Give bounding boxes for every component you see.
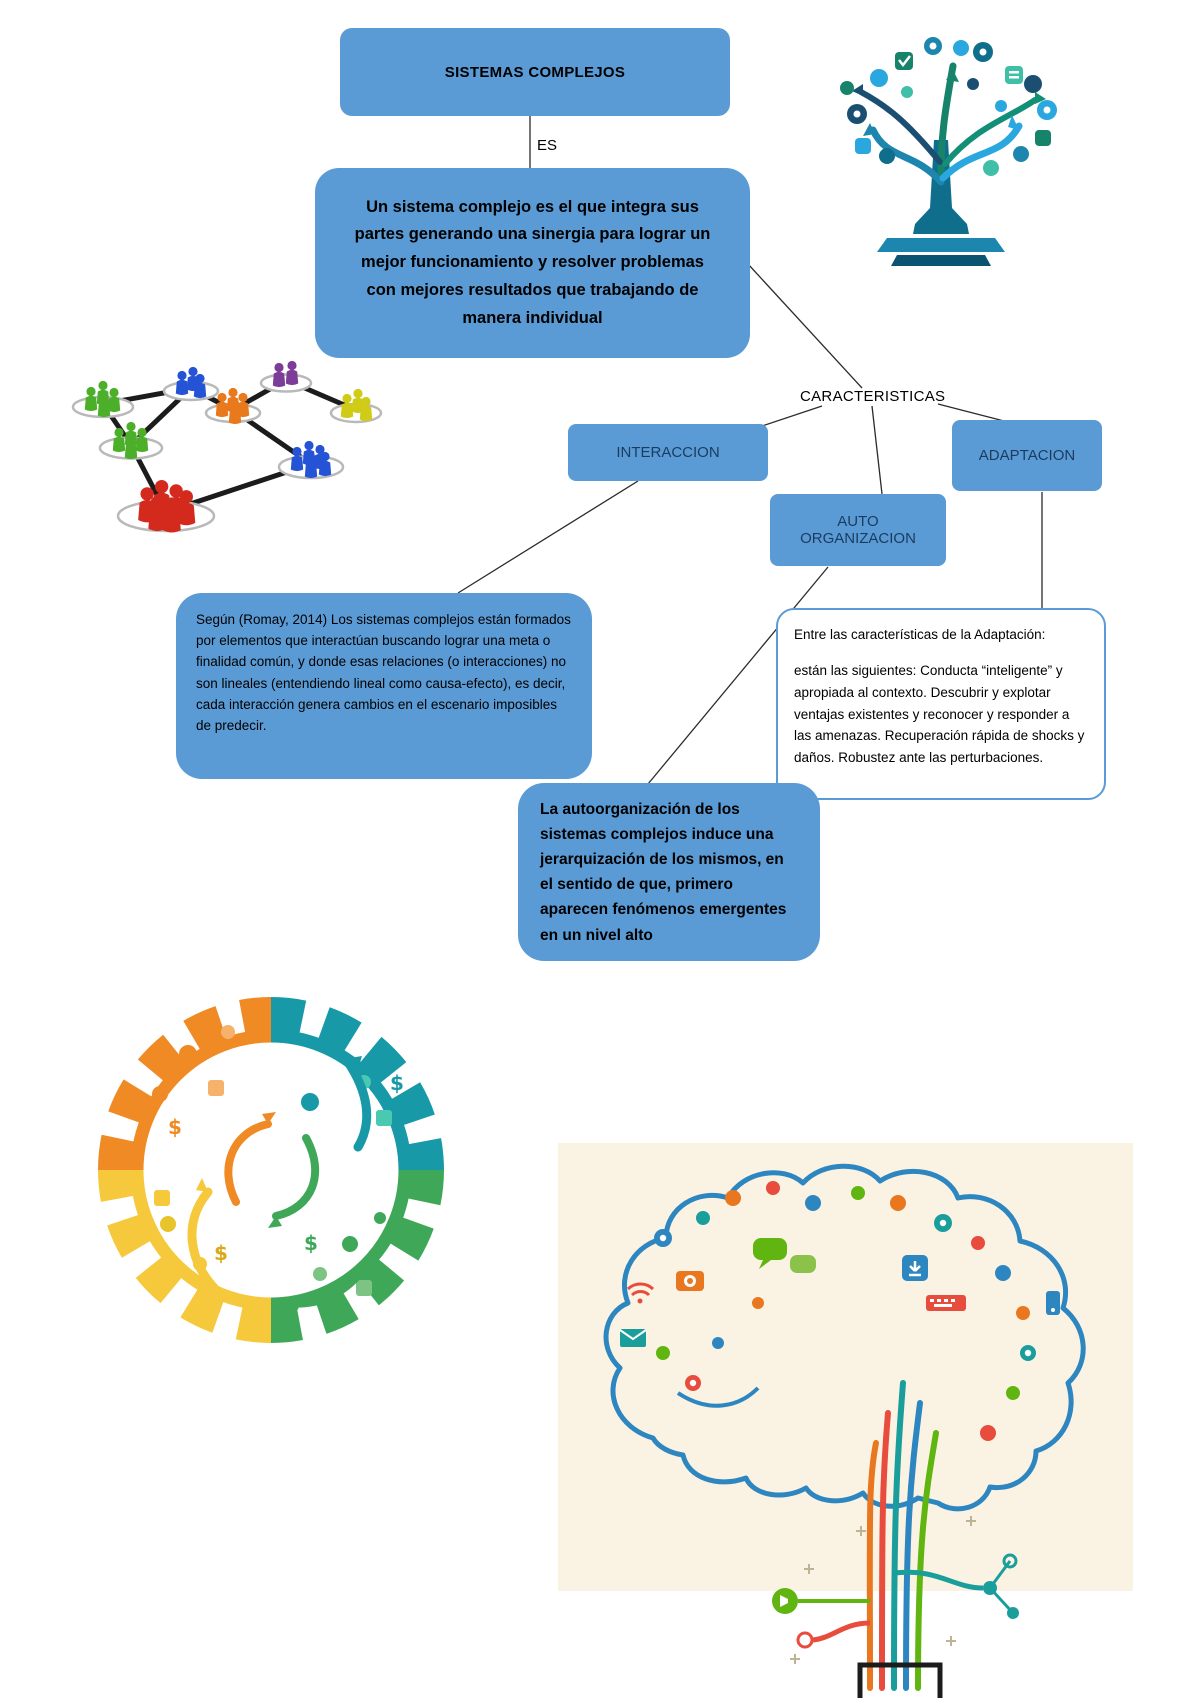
icon-brain-illustration (558, 1143, 1133, 1698)
node-definicion: Un sistema complejo es el que integra su… (315, 168, 750, 358)
connector-caracteristicas-adaptacion (937, 403, 1005, 422)
node-interaccion: INTERACCION (568, 424, 768, 481)
brain-plus-marks-icon (790, 1516, 976, 1664)
node-auto-organizacion: AUTO ORGANIZACION (770, 494, 946, 566)
adaptacion-desc-linea-1: Entre las características de la Adaptaci… (794, 627, 1046, 642)
label-caracteristicas: CARACTERISTICAS (800, 388, 946, 405)
gear-center-swirl-icon (224, 1112, 320, 1228)
tree-trunk-icon (877, 140, 1005, 266)
gear-teeth-icon (98, 997, 444, 1343)
node-adaptacion: ADAPTACION (952, 420, 1102, 491)
connector-caracteristicas-interaccion (761, 405, 823, 427)
node-interaccion-descripcion: Según (Romay, 2014) Los sistemas complej… (176, 593, 592, 779)
svg-text:$: $ (214, 1241, 228, 1265)
connector-definition-caracteristicas (747, 263, 863, 389)
svg-text:$: $ (390, 1071, 404, 1095)
connector-interaccion-descripcion (457, 480, 639, 594)
icon-gear-illustration: $ $ $ $ (98, 997, 444, 1343)
svg-text:$: $ (304, 1231, 318, 1255)
brain-fold-icon (676, 1386, 760, 1408)
arrow-tree-illustration (840, 37, 1057, 266)
node-adaptacion-descripcion: Entre las características de la Adaptaci… (776, 608, 1106, 800)
people-network-illustration (71, 360, 383, 533)
node-sistemas-complejos: SISTEMAS COMPLEJOS (340, 28, 730, 116)
brain-trunk-base-icon (857, 1662, 943, 1698)
gear-quadrant-icons: $ $ $ $ (152, 1025, 404, 1296)
svg-text:$: $ (168, 1115, 182, 1139)
brain-background (558, 1143, 1133, 1591)
node-autoorganizacion-descripcion: La autoorganización de los sistemas comp… (518, 783, 820, 961)
tree-arrowheads-icon (852, 70, 1046, 136)
adaptacion-desc-linea-2: están las siguientes: Conducta “intelige… (794, 662, 1085, 766)
brain-trunk-branches-icon (772, 1553, 1019, 1649)
brain-trunk-lines-icon (866, 1380, 939, 1691)
edge-label-es: ES (537, 137, 558, 154)
brain-inner-icons (619, 1181, 1060, 1441)
connector-caracteristicas-autoorganizacion (871, 405, 883, 495)
network-platforms-icon (71, 373, 383, 533)
gear-flow-arrows-icon (187, 1056, 373, 1310)
tree-canopy-icons (840, 37, 1057, 176)
